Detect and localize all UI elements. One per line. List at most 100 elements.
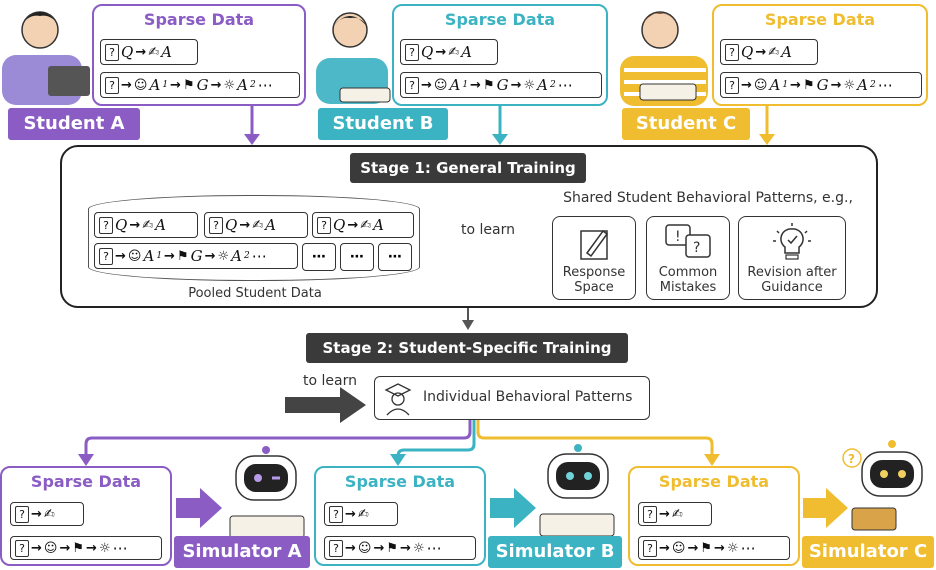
teacher-icon: ⚑ [386,540,399,556]
idea-head-icon: ☼ [217,248,230,264]
arrow-icon: → [741,77,752,93]
qa-row: ?→✍ [638,502,712,526]
g-symbol: G [816,76,829,94]
ellipsis: ⋯ [251,247,267,265]
arrow-icon: → [347,217,359,233]
svg-text:!: ! [675,229,681,245]
arrow-icon: → [435,44,447,60]
thinking-head-icon: ☺ [671,540,686,556]
pooled-data-caption: Pooled Student Data [188,286,322,301]
writing-hand-icon: ✍ [448,44,460,60]
to-learn-arrow-2 [285,387,366,423]
pattern-label-1: Response [562,265,626,280]
a-symbol: A [155,216,166,234]
ellipsis: ⋯ [426,539,442,557]
ellipsis: ⋯ [740,539,756,557]
q-symbol: Q [225,216,238,234]
ellipsis: ⋯ [112,539,128,557]
sparse-data-title: Sparse Data [344,472,456,491]
dialogue-row: ?→☺→⚑→☼⋯ [324,536,476,560]
individual-patterns-label: Individual Behavioral Patterns [423,389,633,405]
g-symbol: G [190,247,203,265]
stage1-to-learn: to learn [461,222,515,238]
writing-hand-icon: ✍ [142,217,154,233]
a1-symbol: A [143,247,155,265]
arrow-icon: → [755,44,767,60]
arrow-icon: → [129,217,141,233]
q-symbol: Q [741,43,754,61]
a1-sub: 1 [156,251,163,261]
individual-patterns-box: Individual Behavioral Patterns [374,376,650,420]
thinking-head-icon: ☺ [43,540,58,556]
a-symbol: A [461,43,472,61]
a1-symbol: A [449,76,461,94]
thinking-head-icon: ☺ [127,248,142,264]
svg-text:?: ? [848,452,855,466]
writing-hand-icon: ✍ [43,506,55,522]
stage2-title: Stage 2: Student-Specific Training [306,333,628,363]
qa-row: ?→✍ [10,502,84,526]
a-symbol: A [781,43,792,61]
lightbulb-icon [773,223,811,260]
arrow-icon: → [659,540,670,556]
pen-writing-icon [580,229,609,260]
idea-head-icon: ☼ [843,77,856,93]
teacher-icon: ⚑ [72,540,85,556]
qa-row: ? Q → ✍ A [100,39,198,65]
pool-ellipsis-box-2: ⋯ [340,243,374,271]
ellipsis: ⋯ [557,76,573,94]
pattern-label-1: Revision after [747,265,837,280]
arrow-icon: → [59,540,71,556]
question-doc-icon: ? [329,505,343,523]
qa-row: ?→✍ [324,502,398,526]
thinking-head-icon: ☺ [753,77,768,93]
writing-hand-icon: ✍ [357,506,369,522]
g-symbol: G [196,76,209,94]
arrow-icon: → [239,217,251,233]
dialogue-row: ?→☺→⚑→☼⋯ [638,536,790,560]
arrow-icon: → [164,248,175,264]
q-symbol: Q [115,216,128,234]
sim-sparse-box-c: Sparse Data ?→✍ ?→☺→⚑→☼⋯ [628,466,800,566]
question-doc-icon: ? [209,216,223,234]
a2-symbol: A [537,76,548,94]
idea-head-icon: ☼ [726,540,739,556]
pattern-label-2: Mistakes [659,280,717,295]
a-symbol: A [373,216,384,234]
a1-symbol: A [769,76,781,94]
arrow-icon: → [790,77,801,93]
question-doc-icon: ? [405,76,419,94]
a2-sub: 2 [250,80,256,90]
a2-sub: 2 [244,251,250,261]
arrow-icon: → [373,540,385,556]
student-c-figure [620,11,708,106]
teacher-icon: ⚑ [700,540,713,556]
simulator-a-label: Simulator A [174,536,310,568]
ellipsis: ⋯ [257,76,273,94]
a-symbol: A [265,216,276,234]
idea-head-icon: ☼ [223,77,236,93]
question-doc-icon: ? [105,43,119,61]
graduate-icon [384,383,412,416]
dialogue-row: ?→☺→⚑→☼⋯ [10,536,162,560]
stage1-title: Stage 1: General Training [350,153,586,183]
arrow-icon: → [121,77,132,93]
a1-sub: 1 [462,80,469,90]
robot-c-figure: ? [842,440,923,531]
pool-qa-row-1: ?Q→✍A [94,212,198,238]
arrow-icon: → [170,77,181,93]
question-doc-icon: ? [15,505,29,523]
arrow-icon: → [204,248,216,264]
question-doc-icon: ? [725,76,739,94]
arrow-icon: → [421,77,432,93]
arrow-icon: → [510,77,522,93]
a-symbol: A [161,43,172,61]
